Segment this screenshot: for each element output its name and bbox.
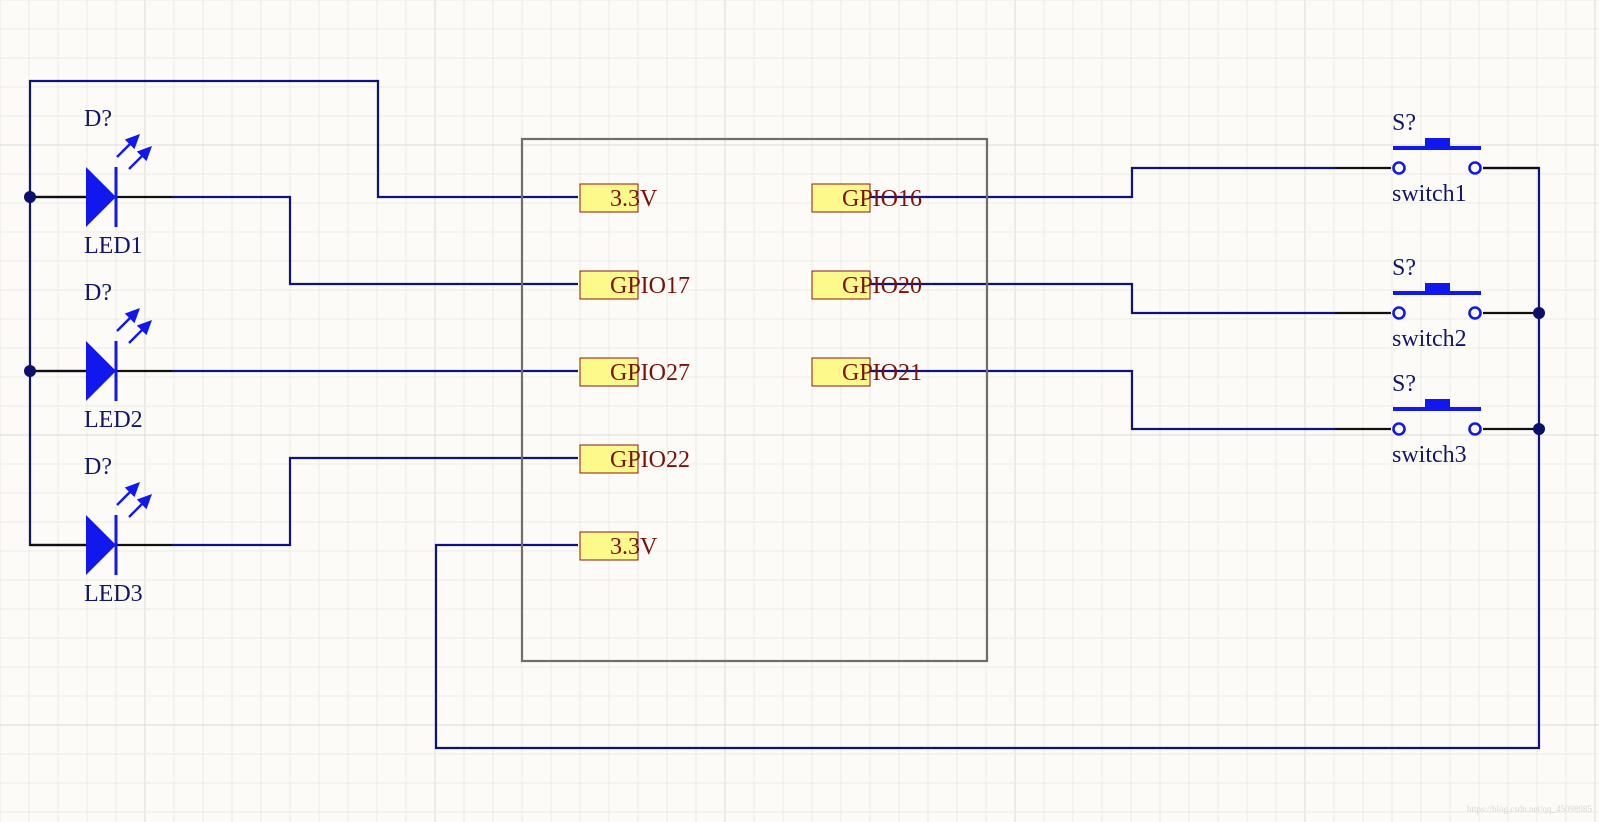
led-label: LED2 xyxy=(84,407,143,433)
pin-left-4[interactable]: 3.3V xyxy=(579,531,658,561)
switch-designator: S? xyxy=(1392,255,1416,281)
wire-led1-to-gpio17 xyxy=(172,195,578,286)
junction-dot xyxy=(24,365,36,377)
pin-label: GPIO21 xyxy=(842,360,922,386)
pin-label: GPIO20 xyxy=(842,273,922,299)
switch-designator: S? xyxy=(1392,371,1416,397)
led-2[interactable]: D? LED2 xyxy=(84,280,152,433)
pin-label: GPIO17 xyxy=(610,273,690,299)
led-3[interactable]: D? LED3 xyxy=(84,454,152,607)
pushbutton-icon xyxy=(1391,136,1483,176)
led-designator: D? xyxy=(84,280,112,306)
pin-right-0[interactable]: GPIO16 xyxy=(811,183,922,213)
pushbutton-icon xyxy=(1391,397,1483,437)
led-diode-icon xyxy=(84,482,152,577)
wire-led3-to-gpio22 xyxy=(172,456,578,547)
pin-label: GPIO22 xyxy=(610,447,690,473)
wire-gpio20-to-switch2 xyxy=(870,282,1335,315)
pin-left-0[interactable]: 3.3V xyxy=(579,183,658,213)
raspberry-pi-module[interactable]: 3.3V GPIO17 GPIO27 GPIO22 3.3V GPIO16 GP… xyxy=(520,137,989,663)
wires xyxy=(28,79,1541,750)
pin-left-1[interactable]: GPIO17 xyxy=(579,270,690,300)
junction-dot xyxy=(24,191,36,203)
pin-right-1[interactable]: GPIO20 xyxy=(811,270,922,300)
component-leads xyxy=(30,166,1539,547)
led-1[interactable]: D? LED1 xyxy=(84,106,152,259)
pin-label: 3.3V xyxy=(610,534,658,560)
led-label: LED3 xyxy=(84,581,143,607)
switch-label: switch1 xyxy=(1392,181,1467,207)
led-label: LED1 xyxy=(84,233,143,259)
wire-3v3-to-led-anodes xyxy=(28,79,578,547)
led-designator: D? xyxy=(84,106,112,132)
led-designator: D? xyxy=(84,454,112,480)
module-body xyxy=(520,137,989,663)
junctions xyxy=(24,191,1545,435)
wire-gpio16-to-switch1 xyxy=(870,166,1335,199)
pushbutton-icon xyxy=(1391,281,1483,321)
switch-2[interactable]: S? switch2 xyxy=(1391,255,1483,352)
pin-left-3[interactable]: GPIO22 xyxy=(579,444,690,474)
switch-label: switch3 xyxy=(1392,442,1467,468)
pin-label: GPIO16 xyxy=(842,186,922,212)
switch-label: switch2 xyxy=(1392,326,1467,352)
pin-right-2[interactable]: GPIO21 xyxy=(811,357,922,387)
watermark: https://blog.csdn.net/qq_45098985 xyxy=(1467,804,1592,814)
switch-1[interactable]: S? switch1 xyxy=(1391,110,1483,207)
switch-designator: S? xyxy=(1392,110,1416,136)
switch-3[interactable]: S? switch3 xyxy=(1391,371,1483,468)
wire-gpio21-to-switch3 xyxy=(870,369,1335,431)
led-diode-icon xyxy=(84,134,152,229)
pin-left-2[interactable]: GPIO27 xyxy=(579,357,690,387)
pin-label: 3.3V xyxy=(610,186,658,212)
pin-label: GPIO27 xyxy=(610,360,690,386)
junction-dot xyxy=(1533,307,1545,319)
led-diode-icon xyxy=(84,308,152,403)
junction-dot xyxy=(1533,423,1545,435)
